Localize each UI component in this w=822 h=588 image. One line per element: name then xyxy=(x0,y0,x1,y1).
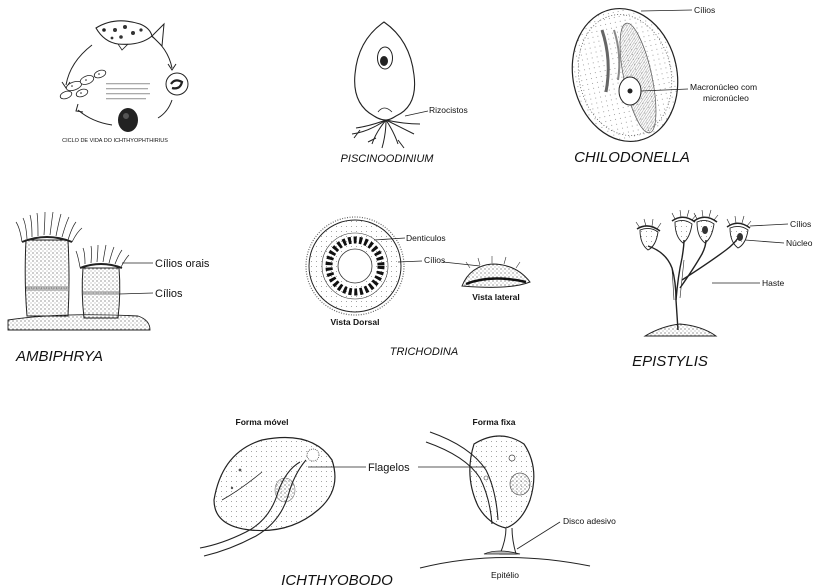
chilodonella-title: CHILODONELLA xyxy=(574,149,690,166)
epistylis-nucleo-label: Núcleo xyxy=(786,238,813,248)
epitelio-label: Epitélio xyxy=(491,570,519,580)
piscinoodinium-title: PISCINOODINIUM xyxy=(341,153,435,165)
vista-lateral-label: Vista lateral xyxy=(472,292,520,302)
rizocistos-label: Rizocistos xyxy=(429,105,468,115)
trichodina-figure: Denticulos Cílios Vista Dorsal Vista lat… xyxy=(306,217,530,358)
epistylis-title: EPISTYLIS xyxy=(632,353,708,370)
trichodina-title: TRICHODINA xyxy=(390,346,458,358)
macronucleo-label-line2: micronúcleo xyxy=(703,93,749,103)
rhizocysts-drawing xyxy=(352,120,420,148)
ichthyophthirius-cycle: CICLO DE VIDA DO ICHTHYOPHTHIRIUS xyxy=(59,21,188,144)
vista-dorsal-label: Vista Dorsal xyxy=(331,317,380,327)
chilodonella-figure: Cílios Macronúcleo com micronúcleo CHILO… xyxy=(560,0,757,166)
denticulos-label: Denticulos xyxy=(406,233,446,243)
chilodonella-cilios-label: Cílios xyxy=(694,5,715,15)
ichthyobodo-title: ICHTHYOBODO xyxy=(281,572,393,588)
macronucleo-label-line1: Macronúcleo com xyxy=(690,82,757,92)
ambiphrya-figure: Cílios orais Cílios AMBIPHRYA xyxy=(8,212,210,365)
forma-movel-label: Forma móvel xyxy=(236,417,289,427)
zooid-2 xyxy=(672,210,696,243)
trophont-drawing xyxy=(166,73,188,95)
ambiphrya-cilios-label: Cílios xyxy=(155,288,183,300)
epistylis-haste-label: Haste xyxy=(762,278,784,288)
epistylis-figure: Cílios Núcleo Haste EPISTYLIS xyxy=(632,210,813,370)
ichthyobodo-figure: Forma móvel Forma fixa Flag xyxy=(200,417,616,588)
piscinoodinium-figure: Rizocistos PISCINOODINIUM xyxy=(341,22,468,165)
cyst-drawing xyxy=(118,108,138,132)
ichthyobodo-mobile-form xyxy=(200,438,335,557)
fish-host-drawing xyxy=(96,21,164,50)
zooid-1 xyxy=(636,219,661,250)
trichodina-cilios-label: Cílios xyxy=(424,255,445,265)
epistylis-cilios-label: Cílios xyxy=(790,219,811,229)
disco-adesivo-label: Disco adesivo xyxy=(563,516,616,526)
zooid-3 xyxy=(694,210,718,243)
ichthyophthirius-caption: CICLO DE VIDA DO ICHTHYOPHTHIRIUS xyxy=(62,138,168,144)
cycle-note-lines xyxy=(106,83,150,99)
ambiphrya-cilios-orais-label: Cílios orais xyxy=(155,258,210,270)
forma-fixa-label: Forma fixa xyxy=(473,417,516,427)
ambiphrya-title: AMBIPHRYA xyxy=(15,348,103,365)
zooid-4 xyxy=(727,216,751,248)
ichthyobodo-fixed-form xyxy=(420,432,590,568)
flagelos-label: Flagelos xyxy=(368,462,410,474)
